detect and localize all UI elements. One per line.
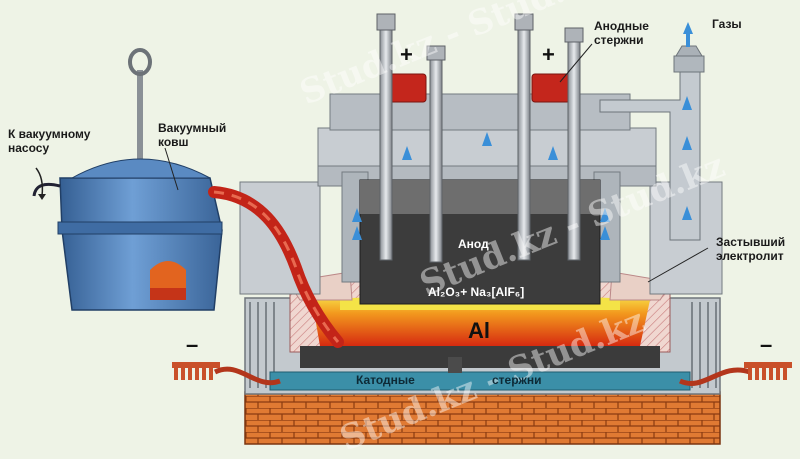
plus-sign-left: + [400,42,413,67]
cathode-block [300,346,660,368]
busbar-comb-left [172,362,220,380]
label-electrolyte-formula: Al₂O₃+ Na₃[AlF₆] [428,285,525,299]
cathode-wire-left [213,366,281,386]
ladle-body [59,177,223,311]
plus-sign-right: + [542,42,555,67]
minus-sign-left: – [186,332,199,357]
siphon-tube [208,186,344,348]
label-cathode-rods-left: Катодные [356,373,415,387]
anode-rods [376,13,584,263]
label-anode-rods: Анодные стержни [594,19,649,47]
label-gases: Газы [712,17,742,31]
label-frozen-electrolyte: Застывший электролит [716,235,786,263]
minus-sign-right: – [760,332,773,357]
label-vacuum-pump: К вакуумному насосу [8,127,91,155]
gas-flow-arrows [352,22,693,240]
label-aluminium: Al [468,318,490,343]
gas-duct [599,69,701,241]
cathode-wire-right [678,367,751,386]
ladle-hanger [137,70,143,210]
label-vacuum-ladle: Вакуумный ковш [158,121,227,149]
insulator-right [531,73,571,103]
vacuum-outlet [32,182,61,197]
leader-lines [164,43,709,283]
brick-foundation [244,391,721,445]
busbar-comb-right [744,362,792,380]
label-cathode-rods-right: стержни [492,373,542,387]
label-anode: Анод [458,237,489,251]
